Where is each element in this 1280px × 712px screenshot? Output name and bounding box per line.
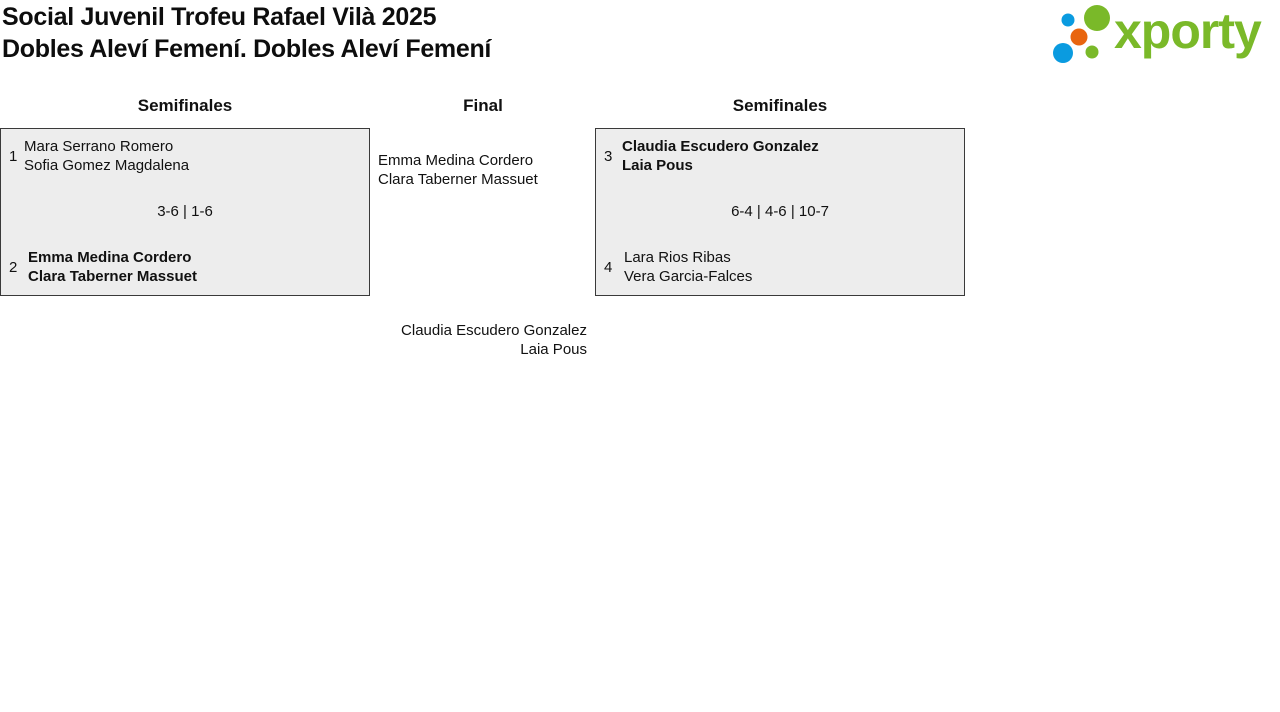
column-header-final: Final bbox=[463, 96, 503, 115]
player-name: Vera Garcia-Falces bbox=[624, 268, 753, 285]
player-name: Claudia Escudero Gonzalez bbox=[622, 138, 819, 155]
player-name: Emma Medina Cordero bbox=[28, 249, 192, 266]
player-name: Sofia Gomez Magdalena bbox=[24, 157, 190, 174]
column-header-semifinales-left: Semifinales bbox=[137, 96, 233, 115]
team-pair: Mara Serrano Romero Sofia Gomez Magdalen… bbox=[24, 137, 189, 175]
team-pair: Lara Rios Ribas Vera Garcia-Falces bbox=[624, 248, 752, 286]
player-name: Laia Pous bbox=[622, 157, 693, 174]
team-seed: 1 bbox=[9, 148, 18, 165]
team-pair-winner: Claudia Escudero Gonzalez Laia Pous bbox=[622, 137, 819, 175]
match-score: 3-6 | 1-6 bbox=[157, 203, 213, 220]
player-name: Laia Pous bbox=[520, 341, 587, 358]
match-score: 6-4 | 4-6 | 10-7 bbox=[731, 203, 829, 220]
team-seed: 4 bbox=[604, 259, 613, 276]
team-seed: 2 bbox=[9, 259, 18, 276]
semifinal-match-left[interactable]: 1 Mara Serrano Romero Sofia Gomez Magdal… bbox=[0, 128, 370, 296]
player-name: Clara Taberner Massuet bbox=[378, 171, 538, 188]
logo-dots-icon bbox=[1053, 5, 1110, 63]
finalist-top: Emma Medina Cordero Clara Taberner Massu… bbox=[378, 151, 538, 189]
player-name: Clara Taberner Massuet bbox=[28, 268, 197, 285]
semifinal-match-right[interactable]: 3 Claudia Escudero Gonzalez Laia Pous 6-… bbox=[595, 128, 965, 296]
draw-title: Dobles Aleví Femení. Dobles Aleví Femení bbox=[2, 35, 492, 63]
tournament-title: Social Juvenil Trofeu Rafael Vilà 2025 bbox=[2, 3, 437, 31]
logo-wordmark: xporty bbox=[1114, 3, 1262, 59]
team-pair-winner: Emma Medina Cordero Clara Taberner Massu… bbox=[28, 248, 197, 286]
player-name: Mara Serrano Romero bbox=[24, 138, 174, 155]
player-name: Emma Medina Cordero bbox=[378, 152, 534, 169]
player-name: Claudia Escudero Gonzalez bbox=[401, 322, 587, 339]
team-seed: 3 bbox=[604, 148, 613, 165]
column-header-semifinales-right: Semifinales bbox=[732, 96, 828, 115]
player-name: Lara Rios Ribas bbox=[624, 249, 731, 266]
finalist-bottom: Claudia Escudero Gonzalez Laia Pous bbox=[378, 321, 587, 359]
xporty-logo[interactable]: xporty bbox=[1050, 3, 1276, 68]
